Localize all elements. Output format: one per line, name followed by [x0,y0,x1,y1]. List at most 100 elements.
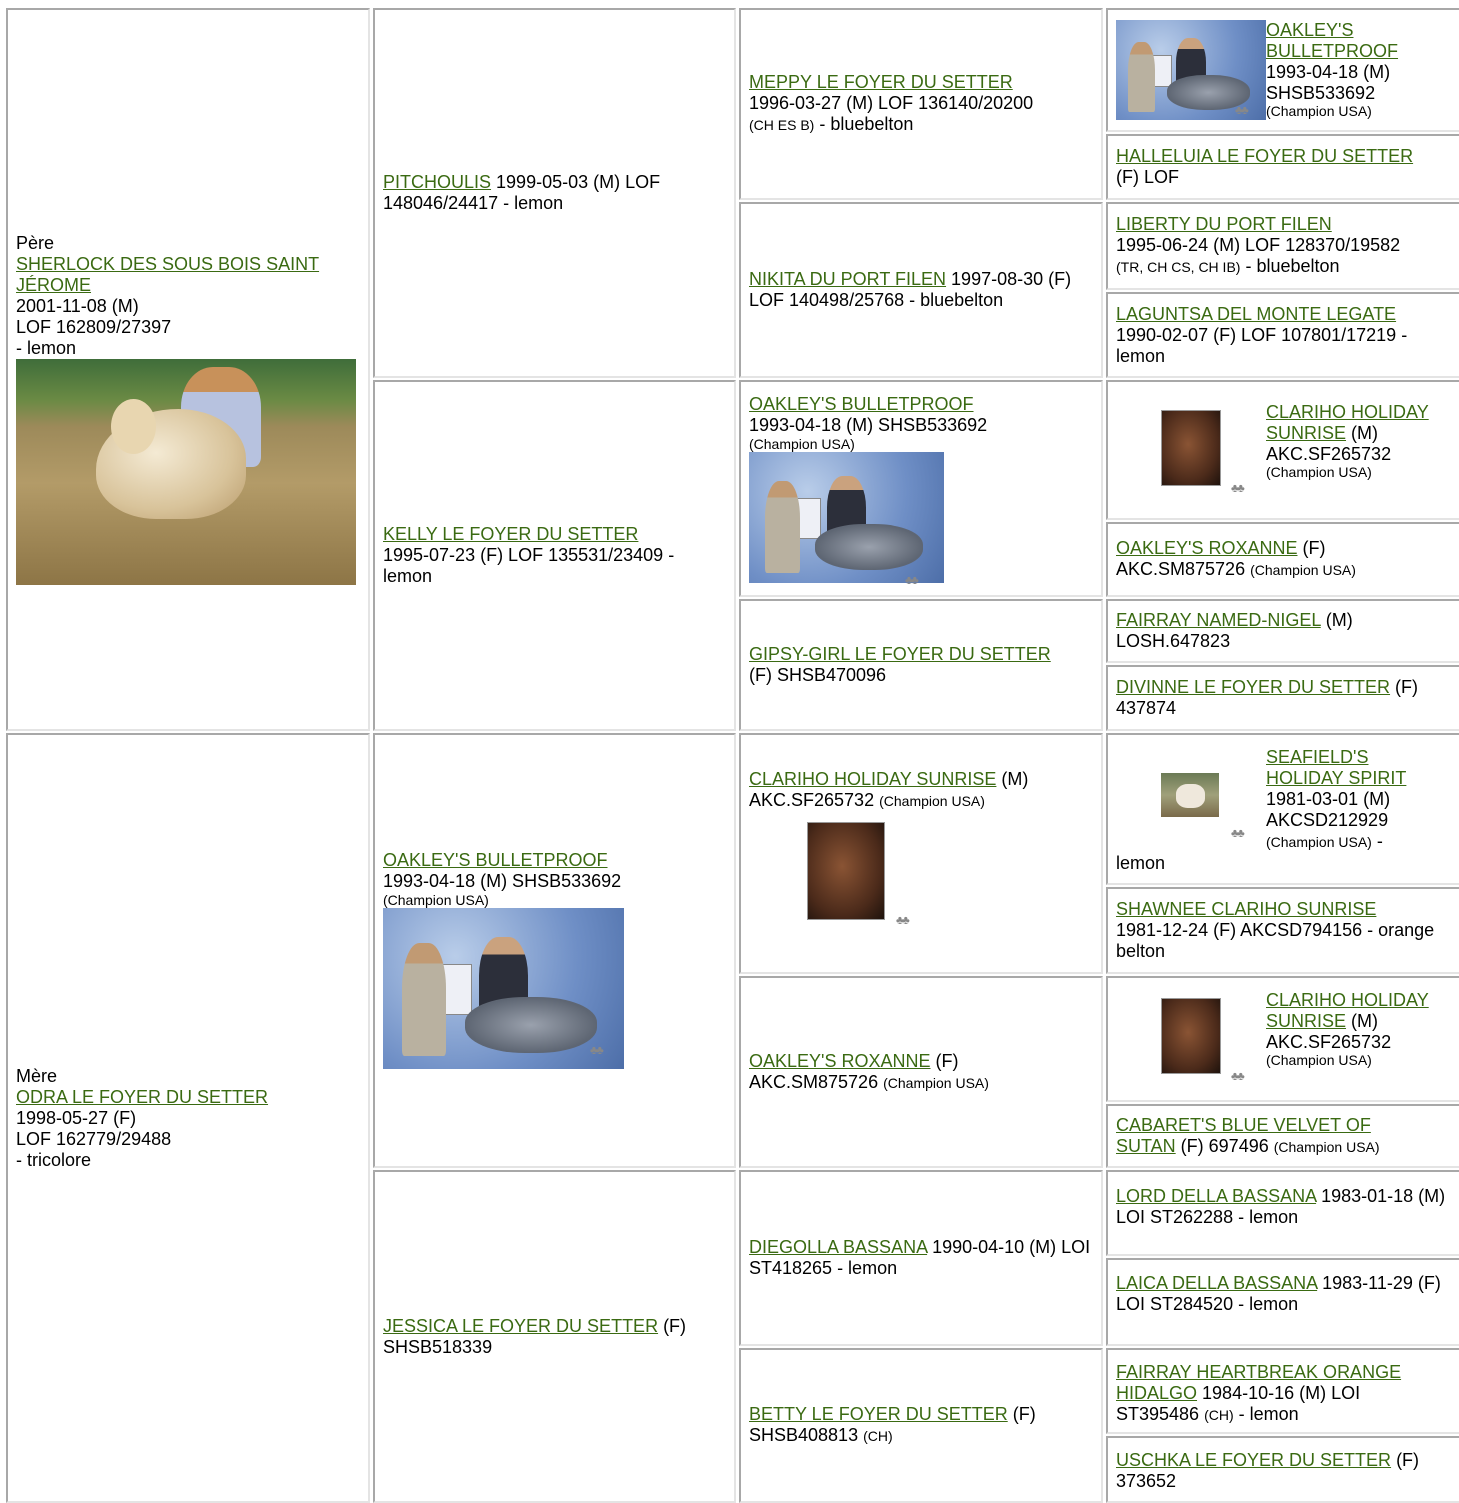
g4-roxanne-link[interactable]: OAKLEY'S ROXANNE [1116,538,1298,558]
g3-nikita-link[interactable]: NIKITA DU PORT FILEN [749,269,947,289]
g4-shawnee-link[interactable]: SHAWNEE CLARIHO SUNRISE [1116,899,1377,919]
g4-cabaret-link-2[interactable]: SUTAN [1116,1135,1176,1156]
g4-laica-link[interactable]: LAICA DELLA BASSANA [1116,1273,1318,1293]
dam-info: Mère ODRA LE FOYER DU SETTER 1998-05-27 … [16,1066,360,1171]
g2-pitchoulis-info: PITCHOULIS 1999-05-03 (M) LOF 148046/244… [383,172,726,214]
g3-meppy-text: 1996-03-27 (M) LOF 136140/20200 [749,93,1034,113]
g4-oakley-photo[interactable] [1116,20,1266,120]
g4-fairrayh-text: 1984-10-16 (M) LOI [1197,1383,1361,1403]
sire-link[interactable]: SHERLOCK DES SOUS BOIS SAINT JÉROME [16,253,320,295]
camera-icon[interactable]: ♣♣ [905,573,919,587]
g4-oakley-link-2[interactable]: BULLETPROOF [1266,41,1399,61]
g4-cabaret-link-1[interactable]: CABARET'S BLUE VELVET OF [1116,1114,1371,1135]
g3-betty-reg: SHSB408813 [749,1425,859,1445]
g3-diego-text: 1990-04-10 (M) LOI ST418265 - lemon [749,1237,1091,1278]
g3-meppy-link[interactable]: MEPPY LE FOYER DU SETTER [749,72,1013,92]
g4-clariho1-sex: (M) [1346,423,1378,443]
g2-kelly-link[interactable]: KELLY LE FOYER DU SETTER [383,524,639,544]
g4-liberty-link[interactable]: LIBERTY DU PORT FILEN [1116,214,1332,234]
g3-clariho-photo[interactable] [807,822,885,920]
g3-nikita-cell: NIKITA DU PORT FILEN 1997-08-30 (F) LOF … [739,202,1103,378]
g4-seafield-title: (Champion USA) [1266,834,1372,850]
g3-oakley-photo[interactable] [749,452,944,583]
g2-oakley-title: (Champion USA) [383,892,489,908]
g3-clariho-link[interactable]: CLARIHO HOLIDAY SUNRISE [749,769,997,789]
g3-meppy-tail: - bluebelton [814,114,914,134]
g4-oakley-info: OAKLEY'S BULLETPROOF 1993-04-18 (M) SHSB… [1116,20,1456,120]
g2-jessica-link[interactable]: JESSICA LE FOYER DU SETTER [383,1315,659,1336]
g2-oakley-link[interactable]: OAKLEY'S BULLETPROOF [383,850,608,870]
g3-nikita-text: 1997-08-30 (F) LOF 140498/25768 - bluebe… [749,269,1072,310]
camera-icon[interactable]: ♣♣ [1235,103,1249,117]
g4-seafield-reg: AKCSD212929 [1266,810,1389,830]
g4-seafield-photo[interactable] [1161,773,1219,817]
g2-jessica-cell: JESSICA LE FOYER DU SETTER (F) SHSB51833… [373,1170,736,1503]
g2-oakley-cell: OAKLEY'S BULLETPROOF 1993-04-18 (M) SHSB… [373,733,736,1168]
g3-gipsy-link[interactable]: GIPSY-GIRL LE FOYER DU SETTER [749,644,1051,664]
g4-fairrayh-info: FAIRRAY HEARTBREAK ORANGE HIDALGO 1984-1… [1116,1362,1456,1426]
g3-clariho-text: (M) [996,769,1029,789]
g4-fairrayh-tail: - lemon [1233,1404,1299,1424]
g3-roxanne-cell: OAKLEY'S ROXANNE (F) AKC.SM875726 (Champ… [739,976,1103,1168]
g3-diego-link[interactable]: DIEGOLLA BASSANA [749,1237,928,1257]
g3-meppy-title: (CH ES B) [749,117,815,133]
g3-oakley-text: 1993-04-18 (M) SHSB533692 [749,415,988,435]
g4-fairray-link[interactable]: FAIRRAY NAMED-NIGEL [1116,610,1321,630]
g4-oakley-link-1[interactable]: OAKLEY'S [1266,20,1354,40]
g2-pitchoulis-cell: PITCHOULIS 1999-05-03 (M) LOF 148046/244… [373,8,736,378]
g3-betty-link[interactable]: BETTY LE FOYER DU SETTER [749,1404,1008,1424]
g3-clariho-info: CLARIHO HOLIDAY SUNRISE (M) AKC.SF265732… [749,769,1093,927]
g4-clariho1-cell: ♣♣ CLARIHO HOLIDAY SUNRISE (M) AKC.SF265… [1106,380,1459,520]
g4-divinne-cell: DIVINNE LE FOYER DU SETTER (F) 437874 [1106,665,1459,731]
g3-oakley-link[interactable]: OAKLEY'S BULLETPROOF [749,394,974,414]
g4-laguntsa-link[interactable]: LAGUNTSA DEL MONTE LEGATE [1116,303,1397,324]
g3-clariho-title: (Champion USA) [879,793,985,809]
g4-fairrayh-reg: ST395486 [1116,1404,1205,1424]
g4-laguntsa-cell: LAGUNTSA DEL MONTE LEGATE 1990-02-07 (F)… [1106,292,1459,378]
g4-lord-cell: LORD DELLA BASSANA 1983-01-18 (M) LOI ST… [1106,1170,1459,1256]
g4-seafield-link-1[interactable]: SEAFIELD'S [1266,747,1369,767]
g4-divinne-info: DIVINNE LE FOYER DU SETTER (F) 437874 [1116,677,1456,719]
g4-clariho2-photo[interactable] [1161,998,1221,1074]
g4-uschka-link[interactable]: USCHKA LE FOYER DU SETTER [1116,1450,1392,1470]
g3-clariho-reg: AKC.SF265732 [749,790,875,810]
g4-clariho1-link-1[interactable]: CLARIHO HOLIDAY [1266,402,1429,422]
g4-oakley-reg: SHSB533692 [1266,83,1376,103]
g4-cabaret-info: CABARET'S BLUE VELVET OF SUTAN (F) 69749… [1116,1115,1456,1158]
g4-liberty-text: 1995-06-24 (M) LOF 128370/19582 [1116,235,1401,255]
sire-info: Père SHERLOCK DES SOUS BOIS SAINT JÉROME… [16,233,360,585]
g4-halleluia-link[interactable]: HALLELUIA LE FOYER DU SETTER [1116,146,1414,166]
g4-clariho2-link-1[interactable]: CLARIHO HOLIDAY [1266,990,1429,1010]
g2-pitchoulis-link[interactable]: PITCHOULIS [383,172,492,192]
camera-icon[interactable]: ♣♣ [896,913,910,927]
g4-fairrayh-link-2[interactable]: HIDALGO [1116,1383,1198,1403]
g4-laica-info: LAICA DELLA BASSANA 1983-11-29 (F) LOI S… [1116,1273,1456,1315]
g4-uschka-text: (F) [1391,1450,1420,1470]
camera-icon[interactable]: ♣♣ [1231,481,1245,495]
g4-clariho2-link-2[interactable]: SUNRISE [1266,1011,1347,1031]
g4-clariho1-link-2[interactable]: SUNRISE [1266,423,1347,443]
g4-clariho1-photo[interactable] [1161,410,1221,486]
g4-divinne-link[interactable]: DIVINNE LE FOYER DU SETTER [1116,677,1391,697]
g3-oakley-title: (Champion USA) [749,436,855,452]
g4-roxanne-title: (Champion USA) [1250,562,1356,578]
g3-betty-title: (CH) [863,1428,893,1444]
g4-fairrayh-link-1[interactable]: FAIRRAY HEARTBREAK ORANGE [1116,1362,1402,1382]
sire-cell: Père SHERLOCK DES SOUS BOIS SAINT JÉROME… [6,8,370,731]
sire-photo[interactable] [16,358,356,585]
g2-oakley-photo[interactable] [383,908,624,1069]
g4-lord-link[interactable]: LORD DELLA BASSANA [1116,1186,1317,1206]
dam-link[interactable]: ODRA LE FOYER DU SETTER [16,1086,269,1107]
g3-clariho-cell: CLARIHO HOLIDAY SUNRISE (M) AKC.SF265732… [739,733,1103,974]
g4-lord-text: 1983-01-18 (M) LOI ST262288 - lemon [1116,1186,1446,1227]
g4-clariho2-info: ♣♣ CLARIHO HOLIDAY SUNRISE (M) AKC.SF265… [1116,990,1456,1090]
g3-roxanne-link[interactable]: OAKLEY'S ROXANNE [749,1050,931,1071]
g4-seafield-link-2[interactable]: HOLIDAY SPIRIT [1266,768,1407,788]
g4-fairray-cell: FAIRRAY NAMED-NIGEL (M) LOSH.647823 [1106,599,1459,663]
g4-halleluia-info: HALLELUIA LE FOYER DU SETTER (F) LOF [1116,146,1456,188]
g4-clariho1-reg: AKC.SF265732 [1266,444,1392,464]
camera-icon[interactable]: ♣♣ [1231,826,1245,840]
g4-clariho2-reg: AKC.SF265732 [1266,1032,1392,1052]
camera-icon[interactable]: ♣♣ [590,1043,604,1057]
camera-icon[interactable]: ♣♣ [1231,1069,1245,1083]
